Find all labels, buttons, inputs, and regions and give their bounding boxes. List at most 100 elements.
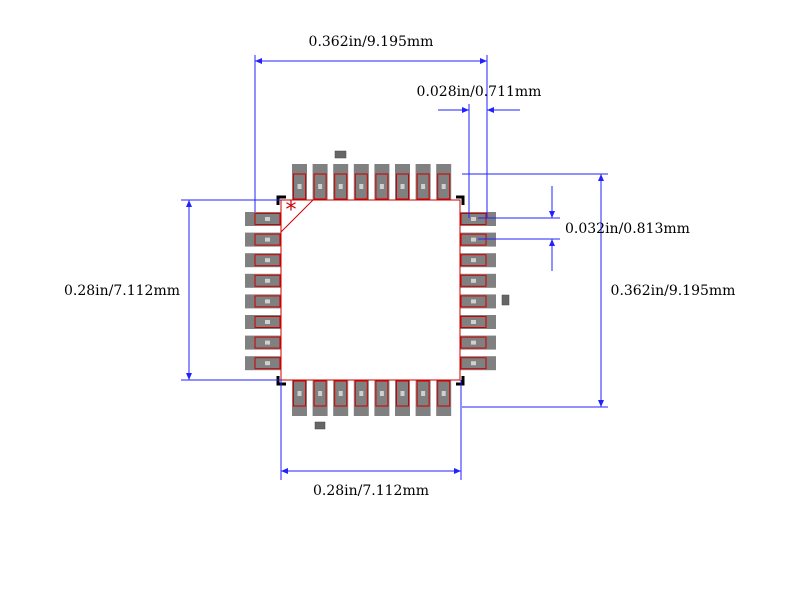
bottom-pin-outline-6 [396,380,409,407]
left-pin-label-8 [265,361,270,366]
dim-label-pin-pitch: 0.032in/0.813mm [565,221,690,237]
right-pad-4 [460,273,496,288]
right-pin-label-8 [471,361,476,366]
bottom-pin-outline-3 [334,380,348,407]
left-pin-outline-8 [254,357,281,370]
bottom-pin-outline-8 [437,380,451,407]
right-pin-label-7 [471,340,476,345]
package-body [276,195,465,386]
right-pin-outline-6 [460,316,487,328]
right-pin-outline-2 [460,233,487,246]
right-pin-label-4 [471,278,476,283]
left-pin-label-5 [265,299,270,304]
dim-label-overall-width: 0.362in/9.195mm [309,34,434,50]
left-pad-2 [245,232,281,247]
top-pad-6 [395,164,410,200]
bottom-pin-label-8 [441,391,446,396]
top-pin-label-4 [359,184,364,189]
ref-mark-bottom [314,421,326,430]
top-pad-8 [436,164,452,200]
right-pad-6 [460,315,496,329]
right-pin-outline-1 [460,213,487,225]
left-pin-outline-7 [254,336,281,349]
left-pad-6 [245,315,281,329]
corner-mark-br [456,376,465,386]
corner-mark-tl [276,195,286,205]
dim-label-body-width: 0.28in/7.112mm [313,483,429,499]
bottom-pin-label-5 [379,391,384,396]
bottom-pad-3 [333,380,349,416]
bottom-pin-outline-2 [313,380,327,407]
arrow-body-height-top [186,200,192,207]
top-pin-label-6 [400,184,405,189]
corner-mark-bl [276,376,286,386]
pads-layer [245,150,510,430]
arrow-overall-width-right [480,58,487,64]
left-pin-outline-2 [254,233,281,246]
bottom-pin-outline-5 [375,380,389,407]
dim-label-overall-height: 0.362in/9.195mm [611,283,736,299]
top-pin-outline-3 [334,173,348,200]
left-pin-outline-3 [254,254,281,267]
bottom-pad-6 [395,380,410,416]
top-pin-label-2 [318,184,323,189]
arrow-overall-height-top [598,174,604,181]
left-pad-4 [245,273,281,288]
arrow-pin-width-left [462,107,469,113]
left-pin-label-6 [265,320,270,324]
right-pin-outline-8 [460,357,487,370]
arrow-body-width-left [281,468,288,474]
right-pin-label-6 [471,320,476,324]
bottom-pad-2 [312,380,328,416]
bottom-pin-label-3 [338,391,343,396]
top-pin-outline-1 [293,173,306,200]
dim-label-body-height: 0.28in/7.112mm [64,283,180,299]
arrow-pin-width-right [487,107,494,113]
left-pad-7 [245,335,281,350]
bottom-pad-1 [292,380,307,416]
ref-mark-right [501,294,510,306]
ref-mark-top [334,150,347,159]
left-pin-outline-5 [254,295,281,308]
arrow-body-width-right [454,468,461,474]
right-pad-8 [460,356,496,371]
right-pin-label-1 [471,217,476,221]
arrow-body-height-bottom [186,373,192,380]
bottom-pin-outline-4 [354,380,368,407]
top-pin-outline-6 [396,173,409,200]
top-pad-2 [312,164,328,200]
left-pad-1 [245,212,281,226]
top-pin-outline-5 [375,173,389,200]
bottom-pin-label-2 [318,391,323,396]
bottom-pin-outline-7 [416,380,430,407]
left-pin-label-4 [265,278,270,283]
right-pad-3 [460,253,496,268]
top-pin-outline-7 [416,173,430,200]
left-pin-label-2 [265,237,270,242]
right-pin-outline-7 [460,336,487,349]
top-pad-4 [353,164,369,200]
left-pin-label-1 [265,217,270,221]
bottom-pin-label-6 [400,391,405,396]
left-pin-label-3 [265,258,270,263]
right-pad-7 [460,335,496,350]
bottom-pad-4 [353,380,369,416]
top-pin-label-3 [338,184,343,189]
top-pin-label-1 [297,184,302,189]
bottom-pin-label-4 [359,391,364,396]
arrow-pin-pitch-top [549,211,555,218]
left-pad-3 [245,253,281,268]
arrow-overall-width-left [255,58,262,64]
bottom-pad-8 [436,380,452,416]
corner-mark-tr [456,195,465,205]
pin1-chamfer [280,199,314,233]
dim-label-pin-width: 0.028in/0.711mm [417,84,542,100]
top-pin-label-8 [441,184,446,189]
bottom-pin-outline-1 [293,380,306,407]
body-outline [280,199,461,381]
right-pin-outline-4 [460,274,487,287]
left-pin-label-7 [265,340,270,345]
top-pad-5 [374,164,390,200]
bottom-pad-7 [415,380,431,416]
